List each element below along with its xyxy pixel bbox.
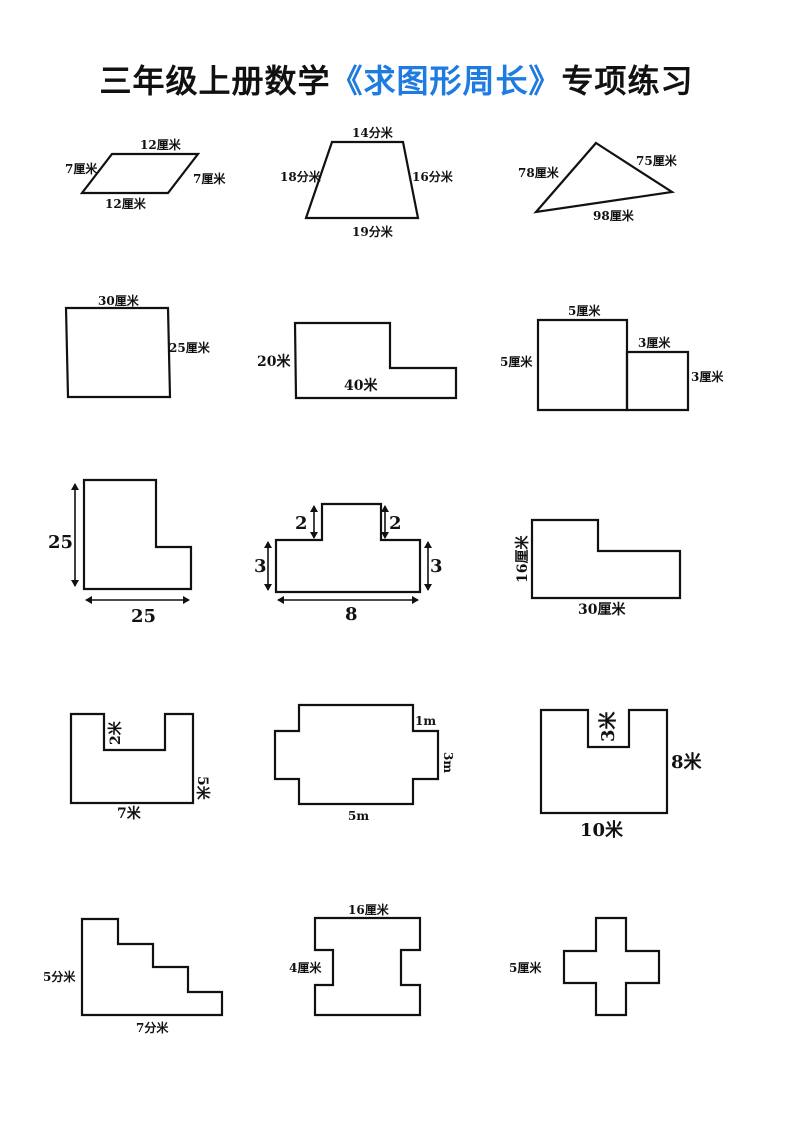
l-shape-outline [82,478,193,591]
fig8-left-label: 3 [254,556,267,577]
fig7-width-label: 25 [131,606,156,627]
figure-10-u-shape: 2米 5米 7米 [69,712,211,822]
fig15-left-label: 5厘米 [509,960,542,975]
figure-15-cross: 5厘米 [509,916,661,1017]
fig13-left-label: 5分米 [43,969,76,984]
title-prefix: 三年级上册数学 [99,62,331,100]
fig5-left-label: 20米 [257,353,291,370]
large-square-outline [536,318,629,412]
trapezoid-outline [304,140,420,220]
fig9-left-label: 16厘米 [514,535,531,583]
fig12-bottom-label: 10米 [580,819,624,841]
figure-3-triangle: 78厘米 75厘米 98厘米 [518,141,678,223]
fig10-bottom-label: 7米 [117,805,142,822]
fig6-left-label: 5厘米 [500,354,533,369]
fig10-right-label: 5米 [194,776,211,801]
cross-outline [562,916,661,1017]
figure-2-trapezoid: 14分米 18分米 16分米 19分米 [280,125,454,239]
fig8-width-label: 8 [345,604,358,625]
fig4-top-label: 30厘米 [98,293,140,308]
title-suffix: 专项练习 [561,62,694,100]
small-square-outline [625,350,690,412]
fig10-notch-label: 2米 [107,720,124,745]
figure-12-u-shape: 3米 8米 10米 [539,708,703,841]
page-title: 三年级上册数学《求图形周长》专项练习 [0,56,793,102]
fig1-top-label: 12厘米 [140,137,182,152]
fig8-right-tab-label: 2 [389,513,402,534]
fig12-right-label: 8米 [671,751,703,773]
fig3-right-label: 75厘米 [636,153,678,168]
fig6-top-label: 5厘米 [568,303,601,318]
fig6-small-right-label: 3厘米 [691,369,724,384]
step-shape-outline [530,518,682,600]
fig12-notch-label: 3米 [597,710,619,742]
figure-5-step-shape: 20米 40米 [257,321,458,400]
fig3-bottom-label: 98厘米 [593,208,635,223]
fig1-bottom-label: 12厘米 [105,196,147,211]
fig2-bottom-label: 19分米 [352,224,394,239]
title-highlight: 《求图形周长》 [330,62,562,100]
fig5-bottom-label: 40米 [344,377,378,394]
fig4-right-label: 25厘米 [169,340,211,355]
fig11-corner-label: 1m [415,714,436,728]
figure-1-parallelogram: 12厘米 7厘米 7厘米 12厘米 [65,137,226,211]
figure-8-t-shape: 2 2 3 3 8 [254,502,443,625]
fig9-bottom-label: 30厘米 [578,601,626,618]
i-shape-outline [313,916,422,1017]
cross-octagon-outline [273,703,440,806]
fig3-left-label: 78厘米 [518,165,560,180]
fig2-right-label: 16分米 [412,169,454,184]
figure-9-step-shape: 16厘米 30厘米 [514,518,682,618]
triangle-outline [533,141,676,214]
fig6-small-top-label: 3厘米 [638,335,671,350]
rectangle-outline [64,306,172,399]
fig13-bottom-label: 7分米 [136,1020,169,1035]
fig11-bottom-label: 5m [348,809,369,823]
fig14-left-label: 4厘米 [289,960,322,975]
step-shape-outline [293,321,458,400]
fig14-top-label: 16厘米 [348,902,390,917]
figure-4-rectangle: 30厘米 25厘米 [64,293,211,399]
fig2-top-label: 14分米 [352,125,394,140]
u-shape-outline [69,712,195,805]
figure-13-staircase: 5分米 7分米 [43,917,224,1035]
figure-6-two-squares: 5厘米 5厘米 3厘米 3厘米 [500,303,724,412]
fig1-right-label: 7厘米 [193,171,226,186]
figure-14-i-shape: 16厘米 4厘米 [289,902,422,1017]
figure-7-l-shape: 25 25 [48,478,193,627]
staircase-outline [80,917,224,1017]
figure-11-cross-octagon: 1m 3m 5m [273,703,455,823]
fig1-left-label: 7厘米 [65,161,98,176]
fig7-height-label: 25 [48,532,73,553]
fig8-left-tab-label: 2 [295,513,308,534]
u-shape-outline [539,708,669,815]
parallelogram-outline [79,152,201,195]
fig8-right-label: 3 [430,556,443,577]
fig2-left-label: 18分米 [280,169,322,184]
fig11-right-label: 3m [441,752,455,773]
